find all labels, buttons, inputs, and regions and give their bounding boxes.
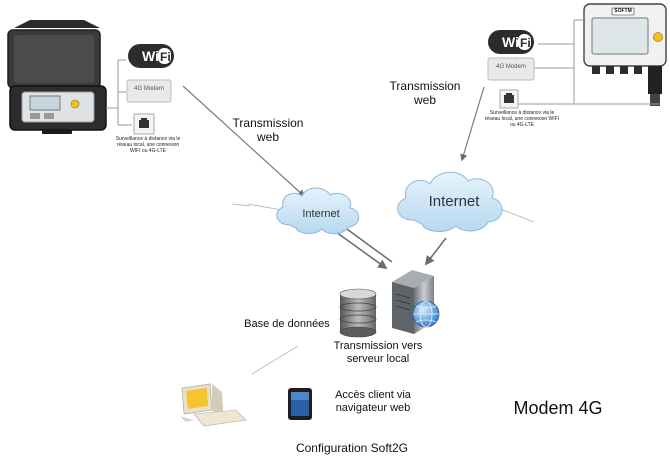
desktop-computer-icon <box>180 383 247 427</box>
tablet-icon <box>288 388 312 420</box>
left-ethernet-port-icon <box>133 113 155 135</box>
right-modem-label: 4G Modem <box>496 64 526 70</box>
cloud-left-label: Internet <box>302 208 340 220</box>
config-label: Configuration Soft2G <box>295 441 409 455</box>
svg-text:Fi: Fi <box>160 50 171 64</box>
product-title: Modem 4G <box>513 398 603 418</box>
client-access-label: Accès client via navigateur web <box>335 389 411 414</box>
right-ethernet-port-icon <box>499 89 519 109</box>
internet-cloud-right-icon <box>397 171 503 232</box>
cloud-to-server-arrow-right <box>424 237 447 266</box>
faint-lines <box>231 203 535 375</box>
database-icon <box>339 288 377 338</box>
left-modem-label: 4G Modem <box>134 86 164 92</box>
left-caption: Surveillance à distance via le réseau lo… <box>115 136 181 154</box>
cloud-right-label: Internet <box>428 193 480 210</box>
right-connector-lines <box>508 19 660 105</box>
svg-text:Wi: Wi <box>142 48 159 64</box>
left-transmission-arrow <box>182 85 306 197</box>
right-caption: Surveillance à distance via le réseau lo… <box>484 110 560 128</box>
globe-icon <box>412 300 440 328</box>
suitcase-logger-icon <box>7 20 107 134</box>
right-transmission-arrow <box>460 86 485 162</box>
right-4g-modem-icon <box>487 57 535 81</box>
left-transmission-label: Transmission web <box>232 116 304 144</box>
svg-text:Wi: Wi <box>502 34 519 50</box>
right-wifi-logo-icon: Wi Fi <box>488 30 534 54</box>
left-4g-modem-icon <box>126 79 172 103</box>
svg-text:Fi: Fi <box>520 36 531 50</box>
right-transmission-label: Transmission web <box>389 79 461 107</box>
wall-logger-icon <box>583 3 667 106</box>
left-connector-lines <box>106 59 132 126</box>
cloud-to-server-arrow-left <box>335 223 393 270</box>
server-label: Transmission vers serveur local <box>333 340 423 365</box>
database-label: Base de données <box>244 318 330 330</box>
left-wifi-logo-icon: Wi Fi <box>128 44 174 68</box>
internet-cloud-left-icon <box>276 187 360 235</box>
device-brand-label: SOFTM <box>614 8 632 14</box>
